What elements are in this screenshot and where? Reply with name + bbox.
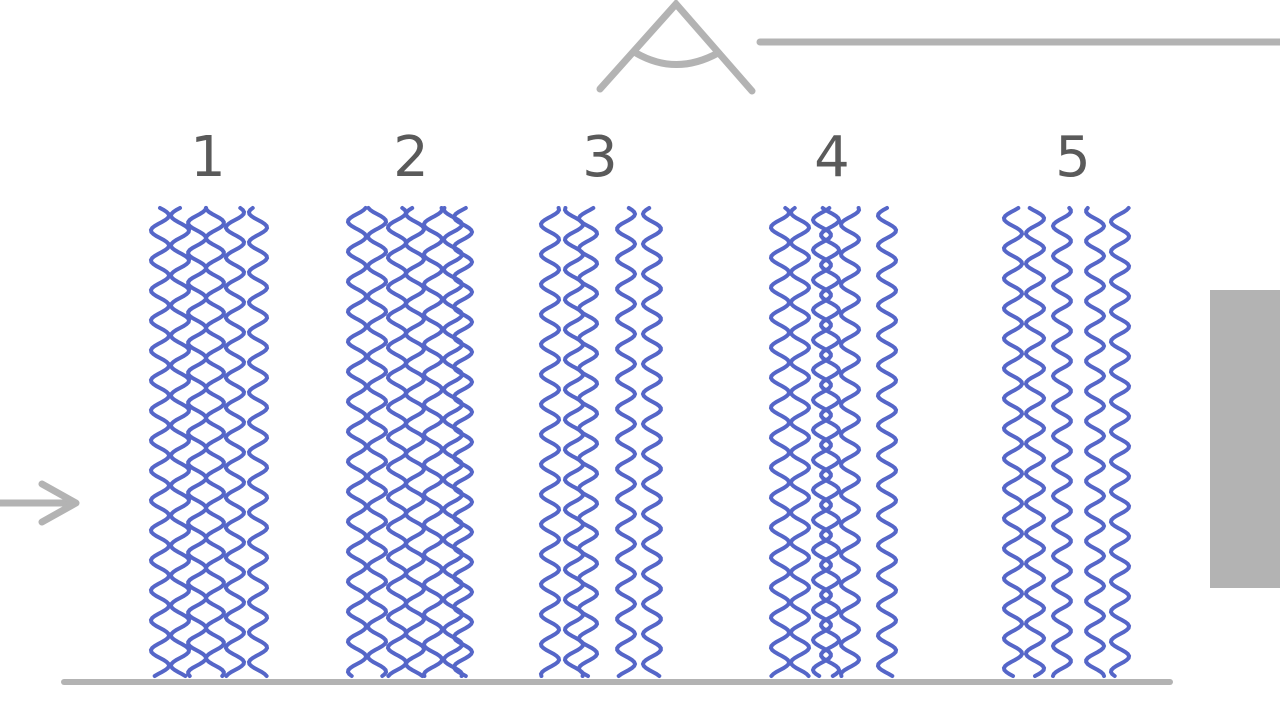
fiber-2-2: [365, 206, 389, 678]
fiber-bundle-3: [538, 206, 663, 678]
fiber-bundle-2: [345, 206, 475, 678]
fiber-5-5: [1108, 206, 1132, 678]
fiber-1-3: [186, 206, 209, 678]
column-label-2: 2: [393, 125, 429, 190]
fiber-bundle-4: [768, 206, 899, 678]
fiber-3-2: [562, 206, 586, 678]
fiber-4-2: [788, 206, 812, 678]
fiber-3-5: [640, 206, 663, 678]
fiber-5-3: [1050, 206, 1073, 678]
column-label-1: 1: [190, 125, 226, 190]
fiber-2-4: [403, 206, 426, 678]
fiber-2-7: [452, 206, 475, 678]
fiber-2-1: [345, 206, 369, 678]
fiber-bundle-5: [1001, 206, 1132, 678]
fiber-1-1: [148, 206, 172, 678]
fiber-4-6: [875, 206, 899, 678]
fiber-5-1: [1001, 206, 1025, 678]
fiber-4-1: [768, 206, 792, 678]
fiber-3-3: [576, 206, 600, 678]
fiber-4-3: [810, 206, 833, 678]
fiber-5-2: [1023, 206, 1047, 678]
fiber-5-4: [1084, 206, 1107, 678]
fiber-bundle-1: [148, 206, 270, 678]
fiber-3-1: [538, 206, 562, 678]
column-label-4: 4: [814, 125, 850, 190]
fiber-1-4: [203, 206, 226, 678]
fiber-1-2: [168, 206, 192, 678]
fiber-1-5: [223, 206, 247, 678]
fiber-3-4: [615, 206, 638, 678]
detector-block: [1210, 290, 1280, 588]
column-label-3: 3: [582, 125, 618, 190]
arrow-right-icon: [0, 480, 80, 526]
fiber-2-5: [421, 206, 445, 678]
fiber-4-5: [838, 206, 862, 678]
eye-icon: [596, 0, 756, 95]
fiber-4-4: [819, 206, 842, 678]
fiber-2-3: [385, 206, 409, 678]
fiber-1-6: [246, 206, 270, 678]
column-label-5: 5: [1055, 125, 1091, 190]
